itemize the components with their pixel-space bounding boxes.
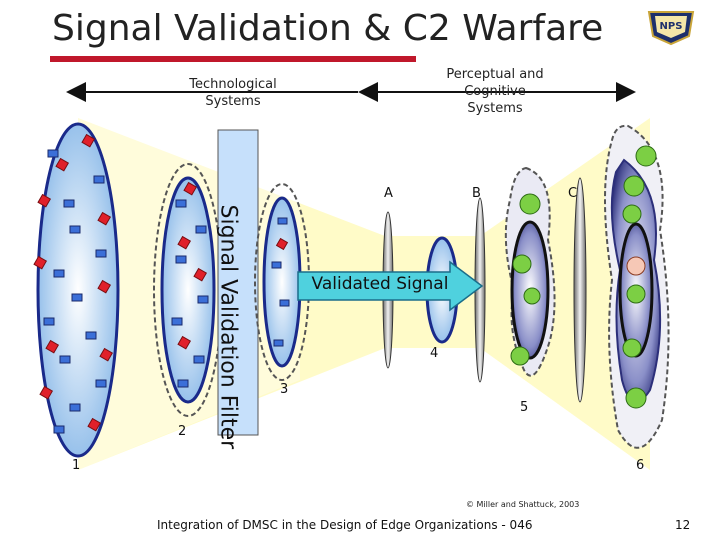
stage-2-ellipse [160, 176, 216, 404]
stage-2-label: 2 [178, 424, 187, 439]
nps-logo: NPS [647, 11, 695, 46]
title-underline [50, 56, 416, 62]
lens-c [573, 177, 587, 403]
copyright-credit: © Miller and Shattuck, 2003 [466, 500, 580, 509]
validated-signal-label: Validated Signal [311, 274, 449, 294]
signal-markers [33, 133, 290, 434]
stage-b-label: B [472, 186, 481, 201]
page-number: 12 [675, 518, 691, 532]
stage-4-label: 4 [430, 346, 439, 361]
cognitive-nodes [510, 145, 657, 409]
validated-signal-arrow [297, 260, 484, 312]
stage-c-label: C [568, 186, 578, 201]
stage-a-label: A [384, 186, 393, 201]
page-title: Signal Validation & C2 Warfare [52, 8, 604, 49]
signal-validation-filter-band [217, 129, 259, 436]
stage-1-ellipse [36, 122, 120, 458]
signal-validation-filter-label: Signal Validation Filter [215, 204, 241, 450]
stage-1-label: 1 [72, 458, 81, 473]
stage-3-label: 3 [280, 382, 289, 397]
logo-text: NPS [660, 21, 683, 32]
stage-6-label: 6 [636, 458, 645, 473]
stage-5-label: 5 [520, 400, 529, 415]
footer-text: Integration of DMSC in the Design of Edg… [157, 518, 533, 532]
